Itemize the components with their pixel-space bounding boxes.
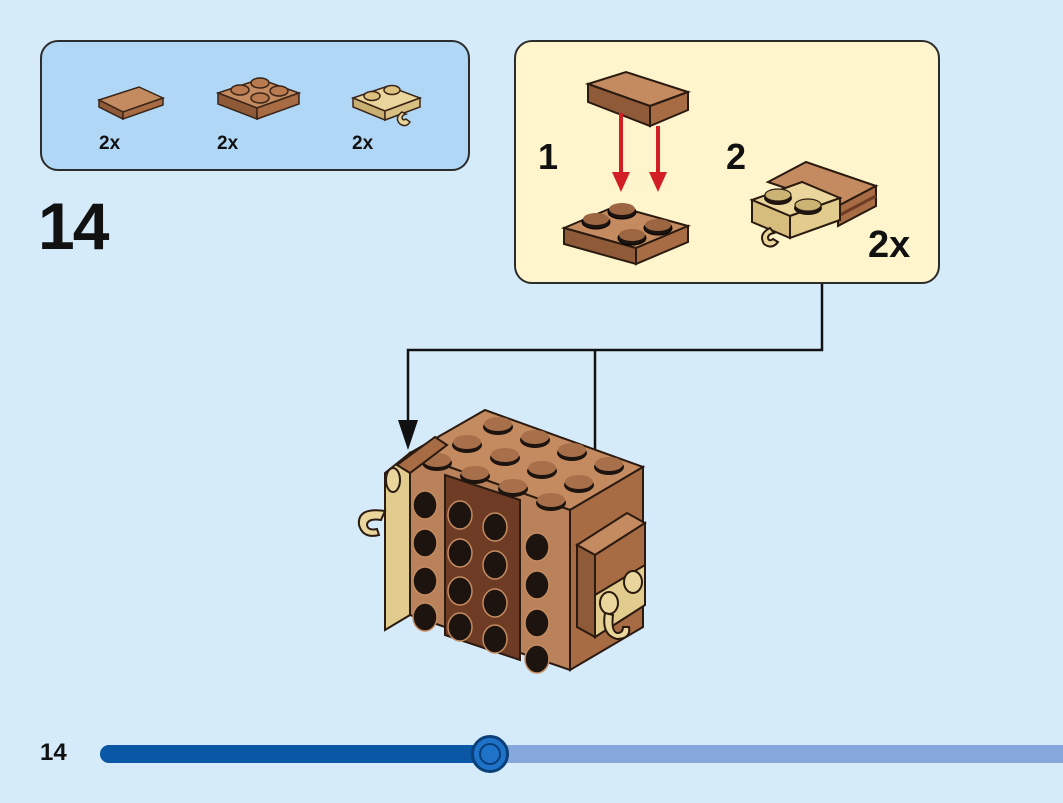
part-qty: 2x [352,133,374,154]
sub-step-number: 2 [726,136,747,177]
progress-bar [100,735,1063,773]
tile-1x2-icon [97,86,166,121]
front-studs [412,490,550,674]
progress-fill [100,745,490,763]
multiplier-label: 2x [868,224,911,266]
page-number: 14 [40,739,67,766]
part-qty: 2x [217,133,239,154]
part-qty: 2x [99,133,121,154]
plate-2x2-icon [215,77,302,121]
parts-list-box: 2x 2x 2x [40,40,470,171]
sub-step-number: 1 [538,136,559,177]
main-model-illustration [357,408,647,674]
clip-plate-icon [350,84,423,127]
sub-step-2-illustration [749,160,879,248]
sub-assembly-callout: 1 2 2x [514,40,940,284]
sub-step-1-illustration [560,70,692,266]
step-number: 14 [38,189,109,263]
progress-knob [471,735,509,773]
red-arrow-icon [612,113,667,192]
